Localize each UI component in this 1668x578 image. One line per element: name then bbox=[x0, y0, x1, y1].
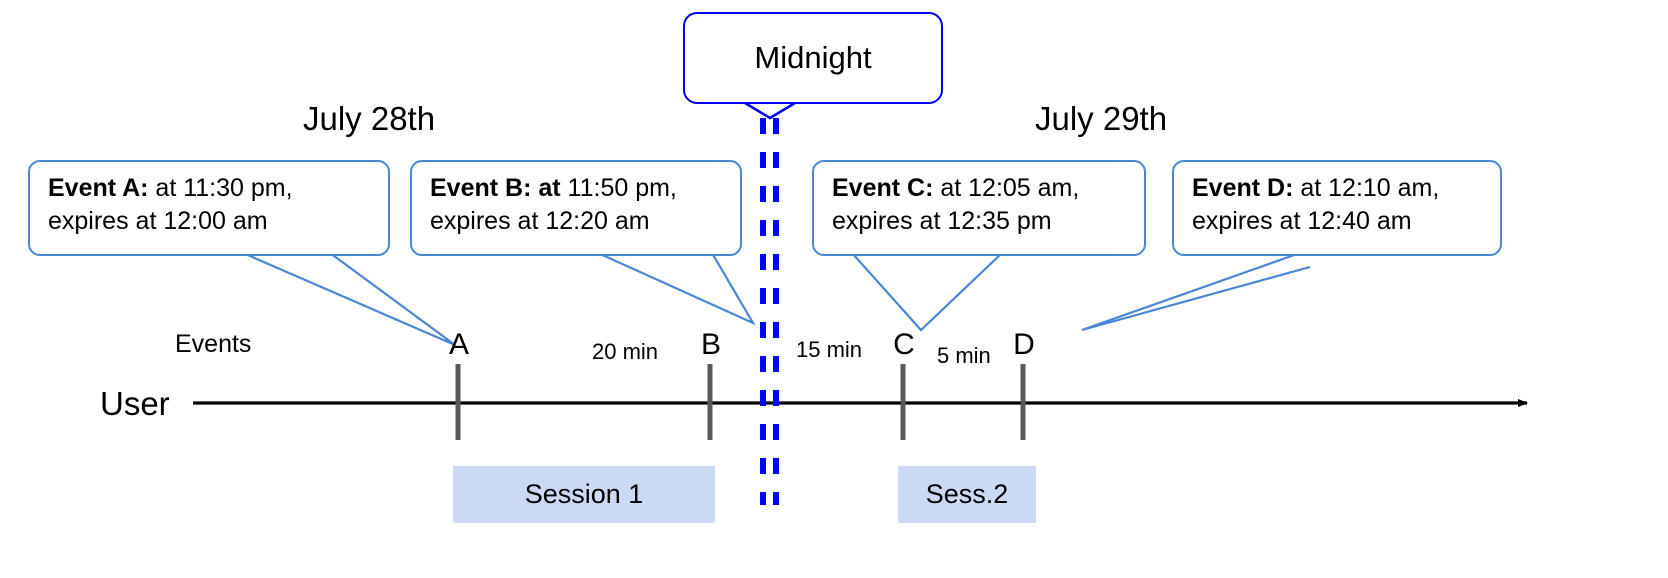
row-label-user: User bbox=[100, 385, 170, 422]
callout-event-d-title: Event D: bbox=[1192, 174, 1294, 202]
callout-event-c-time: at 12:05 am, bbox=[933, 174, 1080, 202]
date-header-july-29: July 29th bbox=[1035, 100, 1168, 137]
callout-event-b: Event B: at 11:50 pm, expires at 12:20 a… bbox=[410, 160, 742, 256]
callout-event-c-line2: expires at 12:35 pm bbox=[832, 206, 1052, 235]
callout-tail-event-c bbox=[851, 252, 1003, 332]
callout-event-d: Event D: at 12:10 am, expires at 12:40 a… bbox=[1172, 160, 1502, 256]
gap-label-b-to-c: 15 min bbox=[796, 337, 863, 362]
callout-event-a-time: at 11:30 pm, bbox=[148, 174, 293, 202]
callout-event-d-line2: expires at 12:40 am bbox=[1192, 206, 1412, 235]
callout-event-b-line2: expires at 12:20 am bbox=[430, 206, 650, 235]
callout-midnight-label: Midnight bbox=[754, 40, 872, 75]
callout-event-b-line1: Event B: at 11:50 pm, bbox=[430, 172, 726, 205]
callout-event-a-title: Event A: bbox=[48, 174, 149, 202]
callout-event-b-time: 11:50 pm, bbox=[560, 174, 677, 202]
session-block-1-label: Session 1 bbox=[524, 479, 644, 509]
gap-label-c-to-d: 5 min bbox=[937, 343, 991, 368]
date-header-july-28: July 28th bbox=[303, 100, 436, 137]
callout-tail-event-a bbox=[242, 251, 456, 347]
callout-event-d-line1: Event D: at 12:10 am, bbox=[1192, 172, 1486, 205]
callout-event-c-line1: Event C: at 12:05 am, bbox=[832, 172, 1130, 205]
event-marker-a: A bbox=[448, 328, 469, 361]
callout-event-a: Event A: at 11:30 pm, expires at 12:00 a… bbox=[28, 160, 390, 256]
row-label-events: Events bbox=[175, 330, 252, 358]
callout-event-c: Event C: at 12:05 am, expires at 12:35 p… bbox=[812, 160, 1146, 256]
event-marker-d: D bbox=[1013, 328, 1035, 361]
callout-event-a-line2: expires at 12:00 am bbox=[48, 206, 268, 235]
midnight-callout-tail bbox=[744, 101, 796, 120]
callout-event-c-title: Event C: bbox=[832, 174, 934, 202]
session-block-2-label: Sess.2 bbox=[925, 479, 1009, 509]
session-block-2: Sess.2 bbox=[898, 466, 1036, 523]
callout-tail-event-b bbox=[597, 251, 756, 326]
callout-event-b-title: Event B: at bbox=[430, 174, 561, 202]
session-block-1: Session 1 bbox=[453, 466, 715, 523]
event-marker-b: B bbox=[700, 328, 721, 361]
callout-event-a-line1: Event A: at 11:30 pm, bbox=[48, 172, 374, 205]
callout-event-d-time: at 12:10 am, bbox=[1293, 174, 1440, 202]
callout-midnight: Midnight bbox=[683, 12, 943, 104]
event-marker-c: C bbox=[893, 328, 915, 361]
callout-tail-event-d bbox=[1081, 251, 1311, 332]
gap-label-a-to-b: 20 min bbox=[592, 339, 659, 364]
